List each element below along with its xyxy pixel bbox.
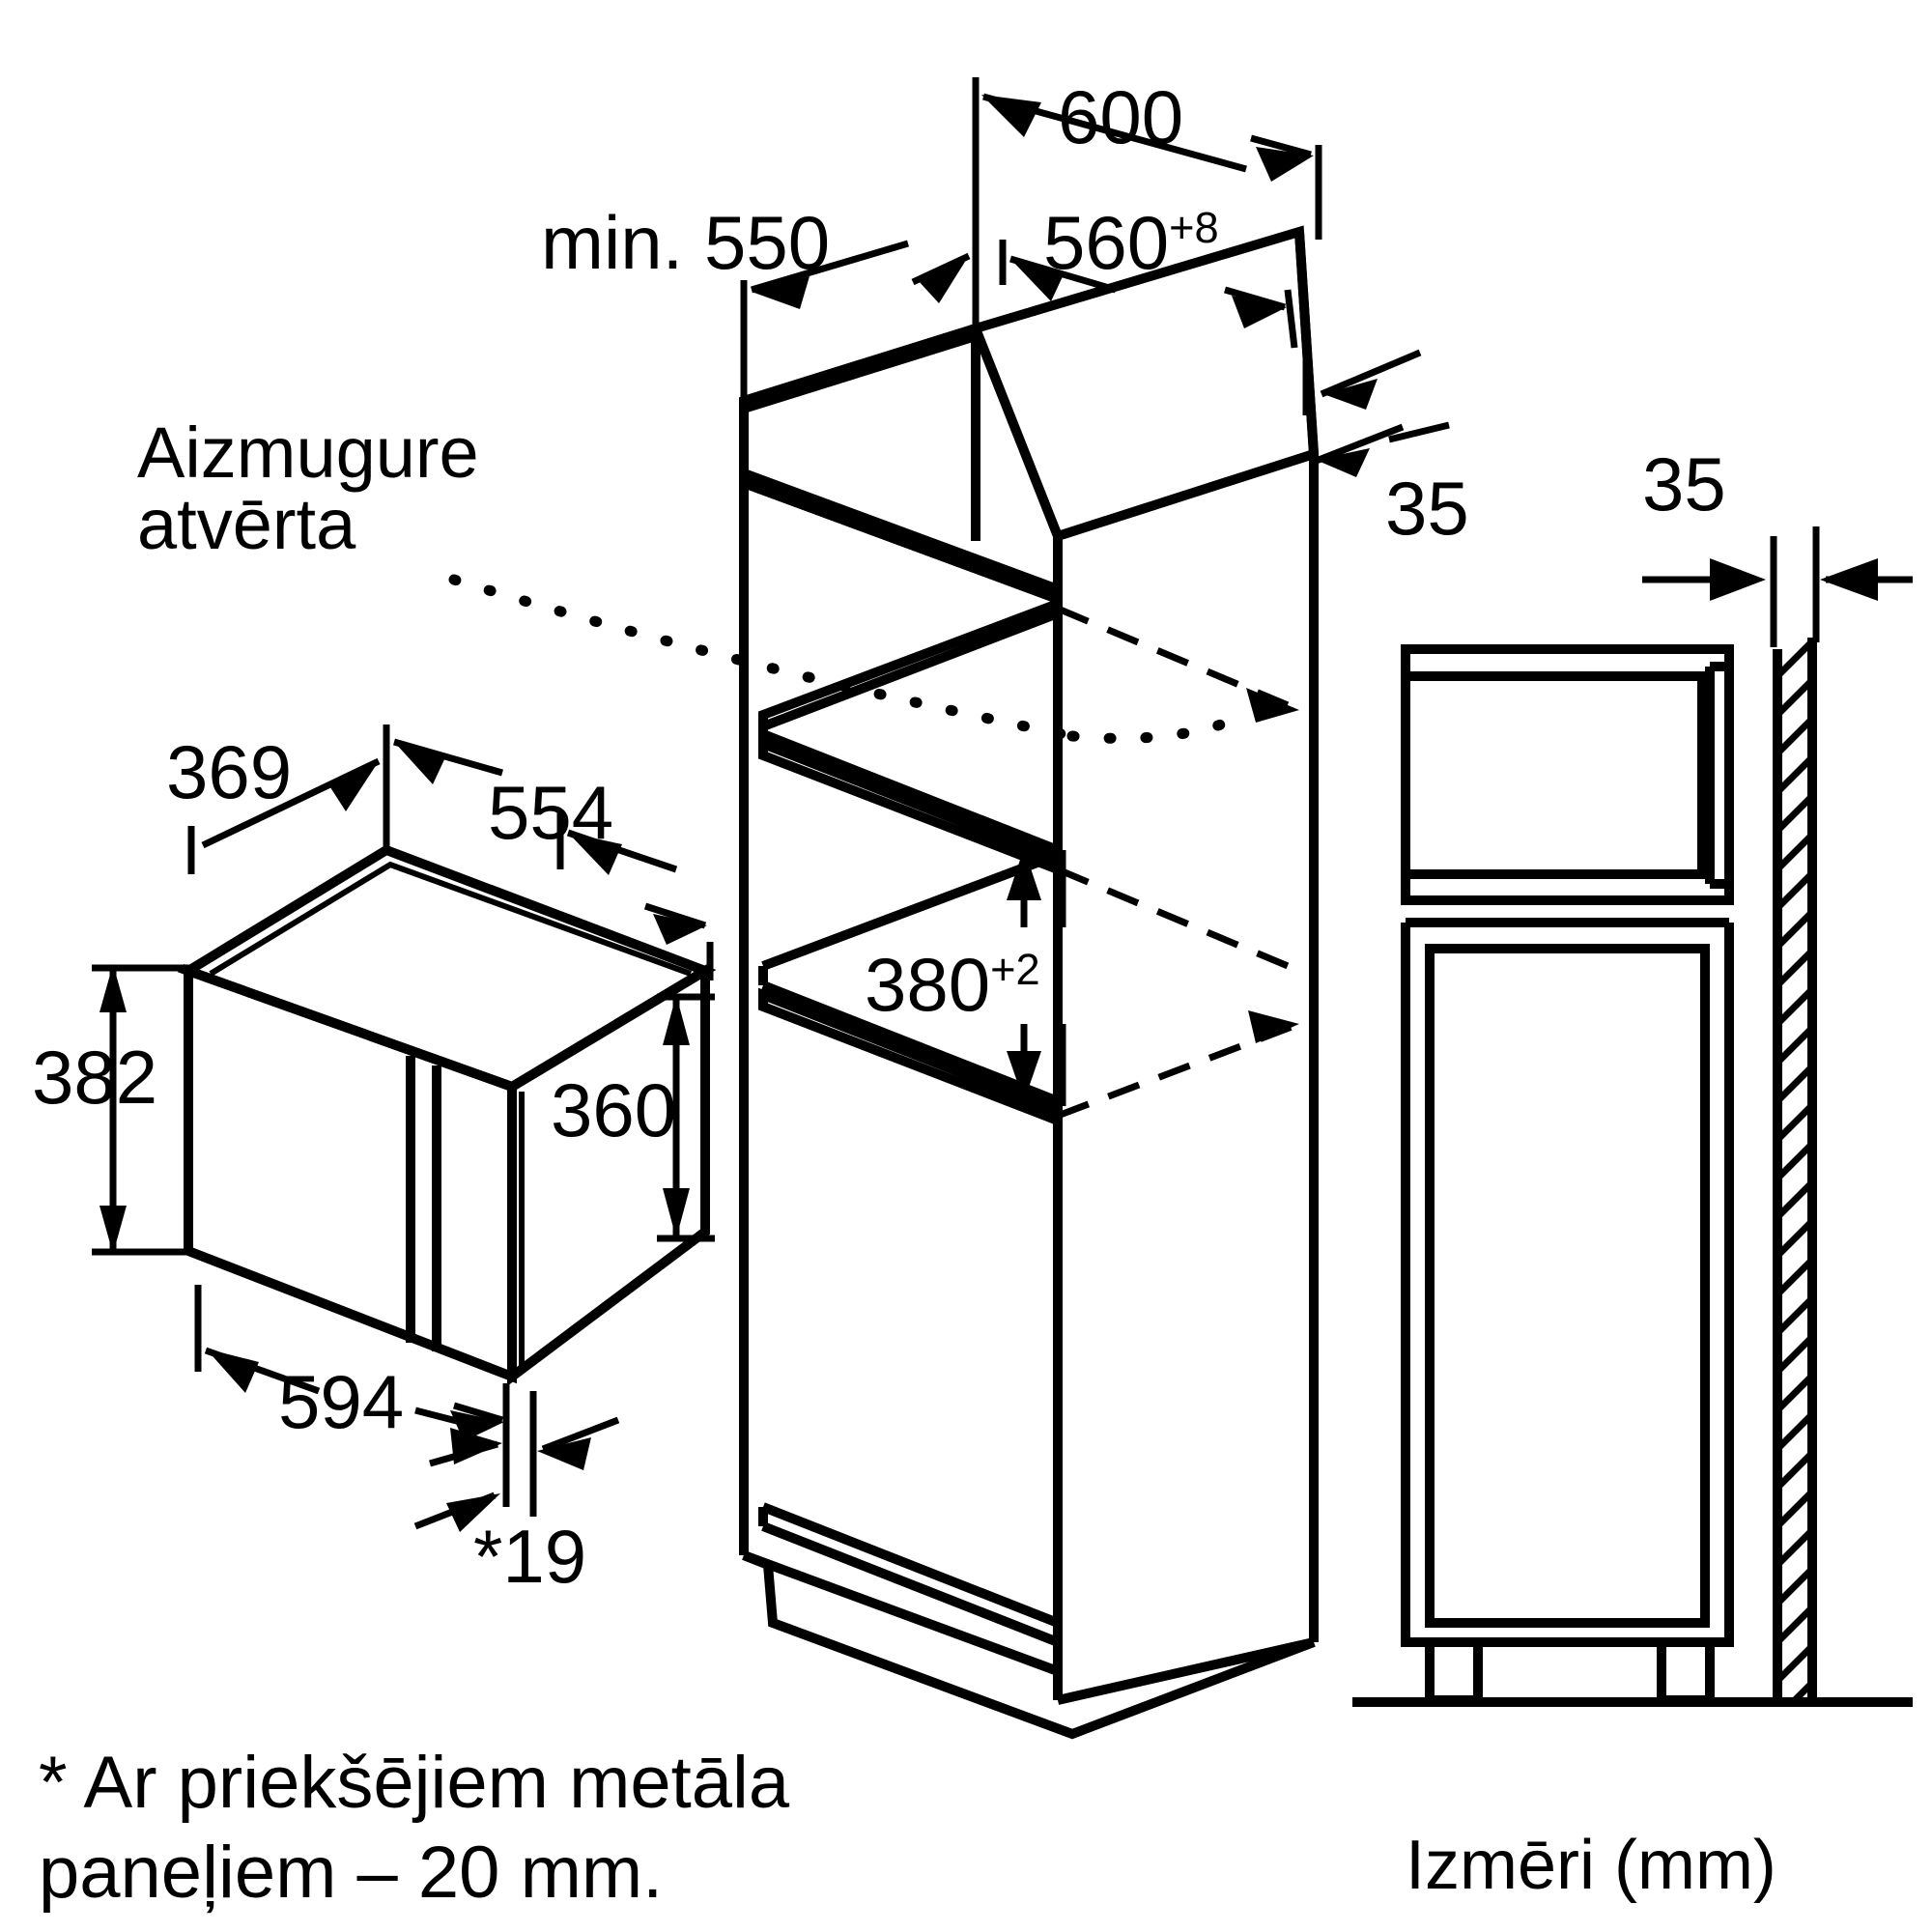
- dim-label-554: 554: [488, 770, 614, 855]
- niche-depth-dash-top: [1056, 605, 1301, 714]
- niche-depth-dash-bottom: [1056, 1020, 1301, 1120]
- dim-min550-arrow: [740, 240, 971, 406]
- note-back-open: Aizmugure atvērta: [137, 412, 479, 564]
- dim-label-360: 360: [551, 1067, 677, 1152]
- dim-label-380: 380+2: [865, 942, 1040, 1027]
- dim-label-560: 560+8: [1043, 200, 1219, 285]
- dim-label-369: 369: [166, 729, 293, 814]
- cabinet-tall-isometric: [739, 225, 1320, 1740]
- dim-19-arrow: [413, 1383, 620, 1532]
- dim-label-min-550: min. 550: [541, 200, 831, 285]
- dim-label-382: 382: [32, 1035, 158, 1120]
- dim-35-top-arrow: [1302, 349, 1450, 477]
- wall-hatching: [1775, 639, 1815, 1705]
- dim-label-35-side: 35: [1642, 441, 1726, 526]
- footnote-metal-panels: * Ar priekšējiem metāla paneļiem – 20 mm…: [39, 1742, 790, 1914]
- dim-label-19: *19: [473, 1514, 587, 1599]
- back-open-leader: [448, 574, 1252, 744]
- dim-369-arrow: [187, 724, 503, 874]
- dim-label-600: 600: [1058, 74, 1184, 159]
- dim-label-35-top: 35: [1385, 466, 1469, 551]
- appliance-isometric: [177, 844, 717, 1386]
- dim-360-arrow: [657, 993, 715, 1242]
- dim-382-arrow: [92, 964, 193, 1256]
- dim-560-arrow: [999, 240, 1298, 349]
- cabinet-side-view: [1352, 638, 1913, 1707]
- dim-600-arrow: [972, 77, 1322, 328]
- dim-35-side-arrow: [1642, 526, 1913, 647]
- dim-380-arrow: [1007, 848, 1066, 1106]
- units-caption: Izmēri (mm): [1406, 1827, 1776, 1904]
- dim-554-arrow: [556, 811, 714, 980]
- niche-depth-dash-mid: [1056, 866, 1301, 975]
- dim-label-594: 594: [278, 1359, 405, 1444]
